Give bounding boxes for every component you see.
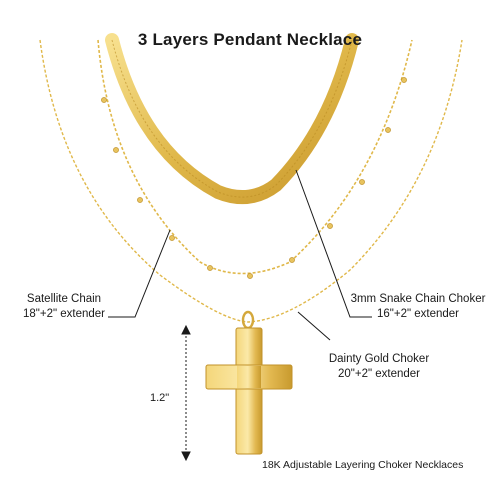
snake-chain-name: 3mm Snake Chain Choker xyxy=(350,293,486,305)
dainty-chain xyxy=(39,39,463,323)
cross-pendant xyxy=(205,327,293,455)
satellite-beads xyxy=(101,77,407,279)
satellite-chain-name: Satellite Chain xyxy=(26,293,102,305)
dainty-chain-spec: 20"+2" extender xyxy=(337,368,421,380)
footer-caption: 18K Adjustable Layering Choker Necklaces xyxy=(262,459,464,471)
satellite-chain xyxy=(97,39,413,275)
snake-chain xyxy=(105,33,359,205)
snake-chain-spec: 16"+2" extender xyxy=(376,308,460,320)
pendant-measure xyxy=(181,324,191,462)
dainty-chain-label: Dainty Gold Choker 20"+2" extender xyxy=(314,352,444,382)
leader-lines xyxy=(108,169,372,341)
satellite-chain-spec: 18"+2" extender xyxy=(22,308,106,320)
pendant-bail xyxy=(241,310,255,330)
satellite-chain-label: Satellite Chain 18"+2" extender xyxy=(8,292,120,322)
pendant-height-label: 1.2" xyxy=(150,392,170,404)
snake-chain-label: 3mm Snake Chain Choker 16"+2" extender xyxy=(338,292,498,322)
page-title: 3 Layers Pendant Necklace xyxy=(137,30,363,49)
dainty-chain-name: Dainty Gold Choker xyxy=(328,353,430,365)
